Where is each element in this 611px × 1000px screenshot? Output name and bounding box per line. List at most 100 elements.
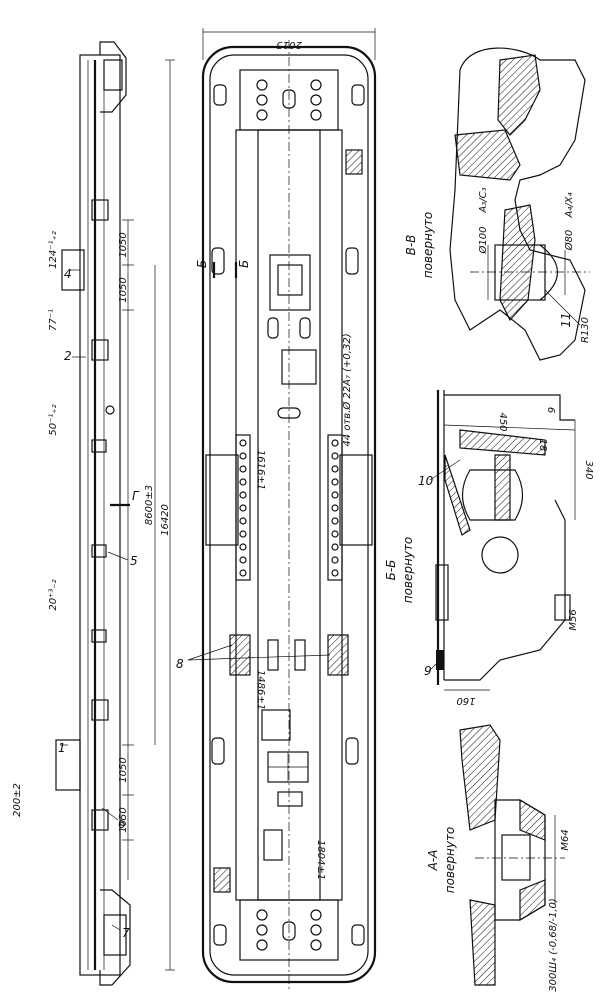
vv-subtitle: повернуто <box>421 212 435 279</box>
plate-l1 <box>267 639 279 671</box>
side-detail-5 <box>91 544 107 558</box>
section-vv: В-В повернуто Ø100 A₃/C₃ Ø80 A₄/X₄ R130 … <box>404 47 591 361</box>
bb-title: Б-Б <box>384 560 398 581</box>
rivet <box>331 504 339 512</box>
side-sill-outline <box>79 54 121 976</box>
side-view: 16420 8600±3 124⁻¹₊₂ 1050 1050 77⁻¹ 50⁻¹… <box>12 41 175 986</box>
rivet <box>331 569 339 577</box>
bb-d340: 340 <box>583 460 594 479</box>
bb-callout-10: 10 <box>418 474 434 488</box>
side-pocket-2 <box>345 247 359 275</box>
pad-hatch-top <box>345 149 363 175</box>
rivet <box>239 556 247 564</box>
rivet <box>331 517 339 525</box>
corner-pocket-bl <box>213 924 227 946</box>
vv-title: В-В <box>404 235 418 256</box>
rivet <box>239 439 247 447</box>
vv-fit-1: A₃/C₃ <box>478 187 489 213</box>
rivet <box>239 530 247 538</box>
corner-pocket-tl <box>213 84 227 106</box>
bb-callout-9: 9 <box>424 664 432 678</box>
aa-title: A-A <box>426 850 440 872</box>
bb-top-flange <box>444 394 575 421</box>
plate-l3 <box>263 829 283 861</box>
aa-boss-hatch-top <box>519 798 546 841</box>
coupler-top-box <box>103 59 123 91</box>
rivet <box>239 543 247 551</box>
bb-web-hatch <box>459 429 546 456</box>
dim-20: 20⁺³₋₂ <box>48 579 59 610</box>
section-label-g: Г <box>132 489 140 503</box>
callout-8: 8 <box>176 657 184 671</box>
reinforcement-plate-8a <box>229 634 251 676</box>
rivet <box>239 517 247 525</box>
bb-d450: 450 <box>497 412 508 431</box>
center-plate-lower <box>261 709 291 741</box>
aa-fit-text: 300Ш₄ (-0,68/-1,0) <box>548 898 559 992</box>
bb-m56: M56 <box>568 609 579 630</box>
rivet <box>239 452 247 460</box>
plate-l2 <box>294 639 306 671</box>
end-bolt-pattern-top <box>256 79 322 121</box>
dim-1050-a: 1050 <box>118 232 129 257</box>
bb-m56-stud <box>554 594 571 621</box>
side-detail-a <box>91 439 107 453</box>
dim-50: 50⁻¹₊₂ <box>48 404 59 435</box>
reinforcement-plate-8b <box>327 634 349 676</box>
pad-hatch-bottom <box>213 867 231 893</box>
coupler-top <box>99 41 127 113</box>
rivet <box>331 491 339 499</box>
side-pocket-4 <box>345 737 359 765</box>
corner-pocket-tr <box>351 84 365 106</box>
center-bowl-upper <box>281 349 317 385</box>
rivet <box>239 504 247 512</box>
section-label-b-2: Б <box>237 260 251 268</box>
dim-1804: 1804±1 <box>315 840 326 880</box>
side-detail-b <box>91 629 107 643</box>
vv-callout-11: 11 <box>559 312 573 327</box>
dim-124: 124⁻¹₊₂ <box>48 231 59 269</box>
rivet <box>331 478 339 486</box>
vv-flange-hatch <box>454 129 521 181</box>
rivets-right <box>331 439 339 577</box>
leader-8a <box>187 644 233 661</box>
leader-7 <box>111 924 121 931</box>
callout-2: 2 <box>64 349 72 363</box>
vv-r130-leader <box>544 289 581 326</box>
vv-r130: R130 <box>580 317 591 343</box>
rivet <box>331 556 339 564</box>
bb-bolt <box>435 564 449 621</box>
vv-upper-hatch <box>497 54 541 136</box>
bb-leader-10 <box>429 459 461 481</box>
vv-pin-boss <box>494 244 546 301</box>
lower-box <box>277 791 303 807</box>
grid-block <box>267 751 309 783</box>
aa-nut <box>501 834 531 881</box>
vv-d100: Ø100 <box>477 227 489 255</box>
bb-subtitle: повернуто <box>401 537 415 604</box>
vv-lower-hatch <box>499 204 536 322</box>
rivet <box>239 569 247 577</box>
corner-pocket-br <box>351 924 365 946</box>
callout-5: 5 <box>130 554 138 568</box>
dim-1050-d: 1050 <box>118 807 129 832</box>
center-plate-upper <box>269 254 311 311</box>
rivet-row-right <box>327 434 343 581</box>
rivets-left <box>239 439 247 577</box>
section-bb: Б-Б повернуто 450 6 18 340 160 M56 9 10 <box>384 390 594 706</box>
bolster-block-4 <box>61 249 85 291</box>
rivet <box>331 530 339 538</box>
bb-round-opening <box>481 536 519 574</box>
center-sill-cover <box>257 129 321 901</box>
aa-m64: M64 <box>560 829 571 850</box>
side-block-b <box>91 339 109 361</box>
rivet <box>239 465 247 473</box>
center-plate-upper-inner <box>277 264 303 296</box>
aa-upper-hatch <box>459 724 501 831</box>
dim-1486: 1486±1 <box>255 670 266 710</box>
leader-8b <box>187 654 331 661</box>
bolster-block-1 <box>55 739 81 791</box>
bolster-wing-upper-r <box>339 454 373 546</box>
side-pocket-1 <box>211 247 225 275</box>
side-block-c <box>91 699 109 721</box>
